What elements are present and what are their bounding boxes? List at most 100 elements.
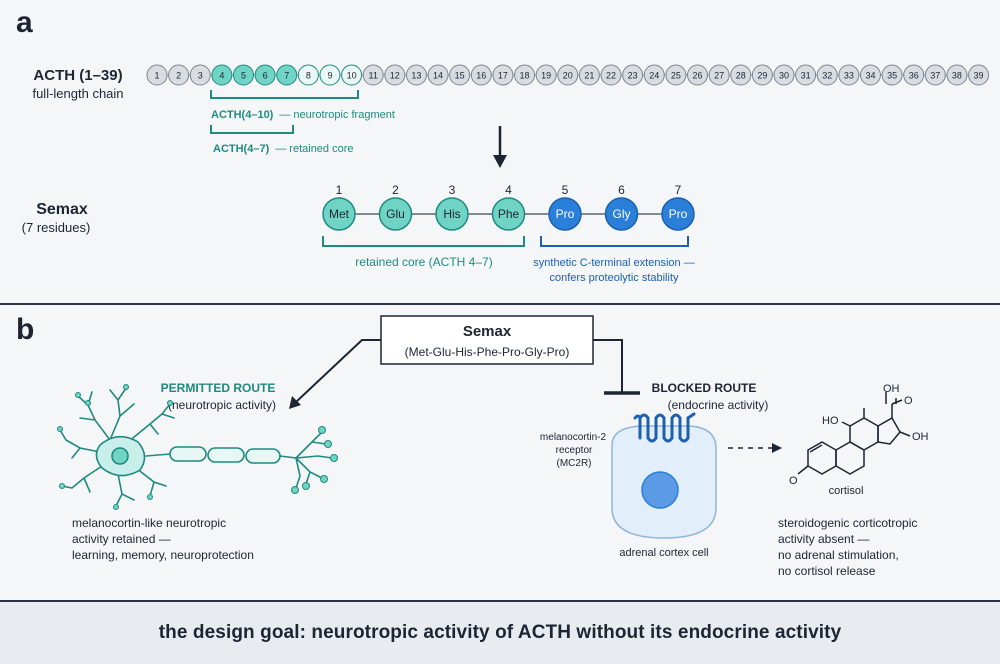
acth-residue-bead	[232, 64, 254, 86]
semax-residue-bead	[491, 197, 526, 231]
semax-residue-bead	[604, 197, 639, 231]
semax-residue-name: His	[443, 207, 460, 221]
semax-residue-name: Glu	[386, 207, 405, 221]
semax-box-sequence: (Met-Glu-His-Phe-Pro-Gly-Pro)	[405, 345, 570, 359]
receptor-line3: (MC2R)	[557, 458, 592, 469]
acth-residue-number: 37	[930, 71, 940, 81]
acth-residue-number: 13	[411, 71, 421, 81]
core-label-rest: — retained core	[275, 143, 353, 155]
acth-residue-bead	[687, 64, 708, 86]
acth-residue-number: 24	[649, 71, 659, 81]
acth-residue-bead	[341, 64, 363, 86]
cortisol-structure-icon	[797, 392, 911, 475]
acth-residue-bead	[730, 64, 752, 86]
acth-residue-number: 10	[347, 71, 357, 81]
acth-residue-bead	[535, 64, 557, 86]
semax-residue-bead	[435, 197, 469, 231]
acth-residue-bead	[146, 64, 168, 86]
acth-residue-number: 20	[563, 71, 573, 81]
acth-residue-number: 9	[327, 71, 332, 81]
acth-residue-bead	[924, 64, 946, 86]
panel-b-canvas: Semax (Met-Glu-His-Phe-Pro-Gly-Pro) PERM…	[57, 315, 929, 578]
semax-residue-name: Pro	[556, 207, 575, 221]
acth-residue-bead	[881, 64, 903, 86]
acth-residue-bead	[859, 64, 881, 86]
adrenal-cell-icon	[611, 425, 717, 539]
acth-residue-bead	[319, 64, 341, 86]
core-label-bold: ACTH(4–7)	[213, 143, 270, 155]
acth-residue-number: 3	[198, 71, 203, 81]
semax-residue-name: Met	[329, 207, 350, 221]
acth-residue-bead	[643, 64, 665, 86]
acth-residue-number: 16	[476, 71, 486, 81]
acth-residue-number: 17	[498, 71, 508, 81]
extension-bracket	[540, 236, 689, 247]
acth-residue-number: 18	[520, 71, 530, 81]
acth-residue-bead	[514, 64, 536, 86]
acth-residue-bead	[492, 64, 514, 86]
acth-residue-number: 8	[306, 71, 311, 81]
acth-residue-number: 33	[844, 71, 854, 81]
semax-residue-number: 2	[392, 183, 399, 197]
acth-residue-bead	[276, 64, 298, 86]
acth-residue-number: 34	[865, 71, 875, 81]
acth-residue-number: 38	[952, 71, 962, 81]
acth-residue-number: 15	[455, 71, 465, 81]
semax-box-title: Semax	[463, 323, 512, 340]
fragment-label: ACTH(4–10)— neurotropic fragment	[211, 109, 395, 121]
semax-residue-number: 4	[505, 183, 512, 197]
semax-residue-number: 6	[618, 183, 625, 197]
acth-residue-bead	[405, 64, 427, 86]
receptor-line1: melanocortin-2	[540, 432, 607, 443]
cortisol-o-ring: O	[789, 475, 798, 487]
acth-residue-number: 31	[801, 71, 811, 81]
acth-residue-number: 7	[284, 71, 289, 81]
cortisol-ho-ring: HO	[822, 415, 839, 427]
endocrine-caption-line1: steroidogenic corticotropic	[778, 516, 917, 530]
acth-residue-number: 30	[779, 71, 789, 81]
acth-residue-bead	[795, 64, 817, 86]
retained-core-bracket	[322, 236, 525, 247]
acth-residue-bead	[622, 64, 644, 86]
endocrine-caption-line2: activity absent —	[778, 532, 869, 546]
semax-title: Semax	[36, 201, 88, 218]
acth-residue-bead	[189, 64, 211, 86]
acth-residue-number: 11	[369, 71, 378, 81]
acth-residue-bead	[557, 64, 579, 86]
fragment-bracket	[210, 90, 359, 99]
acth-residue-bead	[297, 64, 319, 86]
acth-residue-bead	[946, 64, 968, 86]
acth-residue-number: 2	[176, 71, 181, 81]
neuron-caption-line3: learning, memory, neuroprotection	[72, 548, 254, 562]
cortisol-oh-top: OH	[883, 383, 900, 395]
acth-residue-number: 35	[887, 71, 897, 81]
acth-residue-bead	[254, 64, 276, 86]
core-label: ACTH(4–7) — retained core	[213, 143, 354, 155]
molecule-label: cortisol	[829, 485, 864, 497]
semax-residue-number: 5	[562, 183, 569, 197]
acth-residue-number: 28	[736, 71, 746, 81]
semax-residue-bead	[378, 197, 413, 231]
endocrine-caption-line3: no adrenal stimulation,	[778, 548, 899, 562]
panel-letter-b: b	[16, 313, 35, 346]
down-arrow-icon	[493, 155, 507, 168]
design-goal-footer: the design goal: neurotropic activity of…	[0, 602, 1000, 664]
footer-text: the design goal: neurotropic activity of…	[158, 622, 842, 643]
fragment-label-rest: — neurotropic fragment	[279, 109, 395, 121]
endocrine-caption: steroidogenic corticotropic activity abs…	[778, 516, 917, 578]
acth-residue-bead	[168, 64, 190, 86]
cortisol-o-ketone: O	[904, 395, 913, 407]
core-bracket	[210, 125, 294, 134]
acth-residue-number: 29	[757, 71, 767, 81]
acth-residue-number: 32	[822, 71, 832, 81]
panel-b: b Semax (Met-Glu-His-Phe-Pro-Gly-Pro) PE…	[0, 305, 1000, 600]
neuron-caption: melanocortin-like neurotropic activity r…	[72, 516, 254, 562]
acth-residue-bead	[838, 64, 860, 86]
blocked-line	[593, 339, 623, 392]
acth-residue-number: 25	[671, 71, 681, 81]
semax-residue-bead	[322, 197, 356, 231]
permitted-arrow-head-icon	[289, 396, 301, 409]
acth-residue-bead	[968, 64, 990, 86]
